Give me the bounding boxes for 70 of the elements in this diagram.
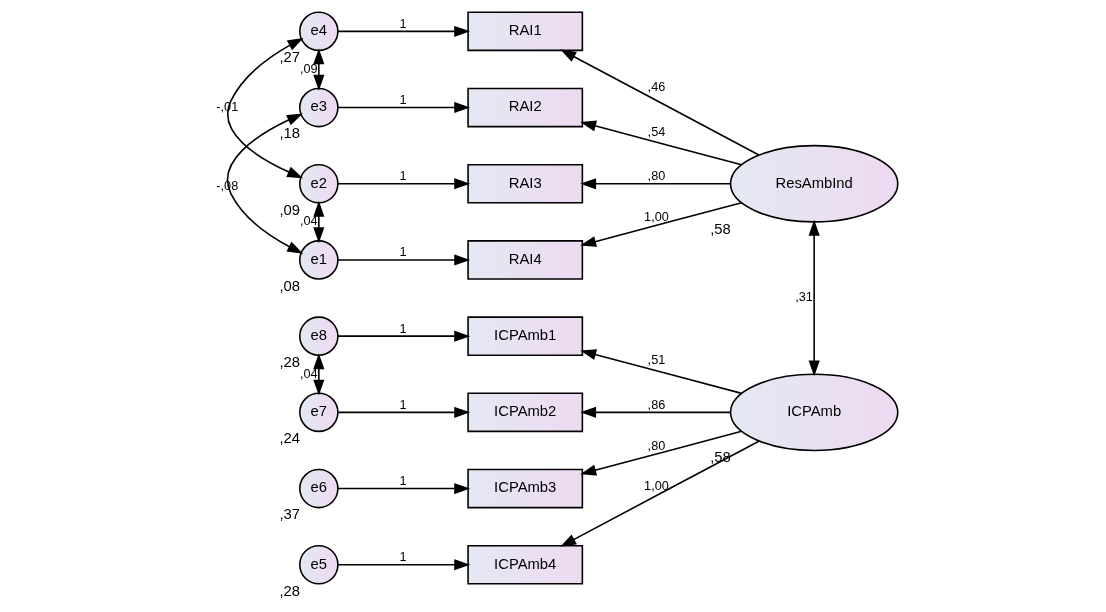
arrow bbox=[337, 406, 471, 418]
node-ellipse: ResAmbInd bbox=[729, 144, 899, 223]
node-circle: e2 bbox=[299, 163, 339, 204]
node-label: ,27 bbox=[279, 49, 301, 66]
edge-label: ,54 bbox=[647, 124, 666, 139]
node-circle: e6 bbox=[299, 468, 339, 509]
node-label: ,08 bbox=[279, 277, 301, 294]
edge-label: ,46 bbox=[647, 80, 666, 95]
edge-label: 1 bbox=[399, 397, 407, 412]
node-label: ,28 bbox=[279, 354, 301, 371]
node-box: RAI3 bbox=[467, 163, 584, 204]
edge-label: ,51 bbox=[647, 353, 666, 368]
arrow bbox=[337, 559, 471, 571]
edge-label: ,04 bbox=[299, 366, 318, 381]
edge-label: ,31 bbox=[795, 290, 813, 305]
node-box: RAI4 bbox=[467, 240, 584, 280]
node-box: RAI1 bbox=[467, 11, 584, 52]
arrow bbox=[313, 200, 325, 244]
node-box: ICPAmb1 bbox=[467, 316, 584, 356]
arrow bbox=[313, 353, 325, 396]
node-box: ICPAmb3 bbox=[467, 468, 584, 509]
node-circle: e3 bbox=[299, 87, 339, 128]
arrow bbox=[337, 178, 471, 190]
arrow bbox=[560, 440, 760, 547]
arrow bbox=[580, 430, 743, 476]
edge-label: 1 bbox=[399, 92, 407, 107]
edge-label: 1 bbox=[399, 16, 407, 31]
edge-label: ,80 bbox=[647, 169, 666, 184]
edge-label: 1 bbox=[399, 550, 407, 565]
node-circle: e8 bbox=[299, 316, 339, 356]
edge-label: ,09 bbox=[299, 61, 318, 76]
node-label: ,58 bbox=[710, 449, 731, 466]
arrow bbox=[337, 330, 471, 342]
edge-label: 1,00 bbox=[644, 210, 669, 225]
arrow bbox=[337, 102, 471, 114]
node-label: ,09 bbox=[279, 201, 301, 218]
edge-label: 1 bbox=[399, 473, 407, 488]
arrow bbox=[580, 201, 743, 247]
node-label: ,18 bbox=[279, 125, 301, 142]
node-box: ICPAmb2 bbox=[467, 392, 584, 433]
node-label: ,28 bbox=[279, 582, 301, 599]
node-box: ICPAmb4 bbox=[467, 544, 584, 585]
arrow bbox=[808, 219, 820, 377]
edge-label: 1 bbox=[399, 321, 407, 336]
node-box: RAI2 bbox=[467, 87, 584, 128]
arrow bbox=[227, 38, 304, 179]
arrow bbox=[580, 406, 732, 418]
edge-label: 1 bbox=[399, 169, 407, 184]
node-label: ,37 bbox=[279, 506, 301, 523]
edge-label: 1 bbox=[399, 245, 407, 260]
arrow bbox=[580, 349, 743, 395]
node-circle: e5 bbox=[299, 544, 339, 585]
arrow bbox=[337, 25, 471, 37]
node-label: ,58 bbox=[710, 220, 731, 237]
edge-label: ,80 bbox=[647, 439, 666, 454]
node-circle: e7 bbox=[299, 392, 339, 433]
arrow bbox=[313, 48, 325, 91]
edge-label: 1,00 bbox=[644, 479, 669, 494]
edge-label: ,86 bbox=[647, 397, 666, 412]
node-circle: e4 bbox=[299, 11, 339, 52]
arrow bbox=[337, 483, 471, 495]
node-circle: e1 bbox=[299, 240, 339, 280]
arrow bbox=[560, 49, 760, 156]
node-label: ,24 bbox=[279, 430, 301, 447]
edge-label: ,04 bbox=[299, 214, 318, 229]
node-ellipse: ICPAmb bbox=[729, 373, 899, 452]
arrow bbox=[337, 254, 471, 266]
arrow bbox=[580, 120, 743, 166]
arrow bbox=[580, 178, 732, 190]
arrow bbox=[226, 113, 304, 254]
